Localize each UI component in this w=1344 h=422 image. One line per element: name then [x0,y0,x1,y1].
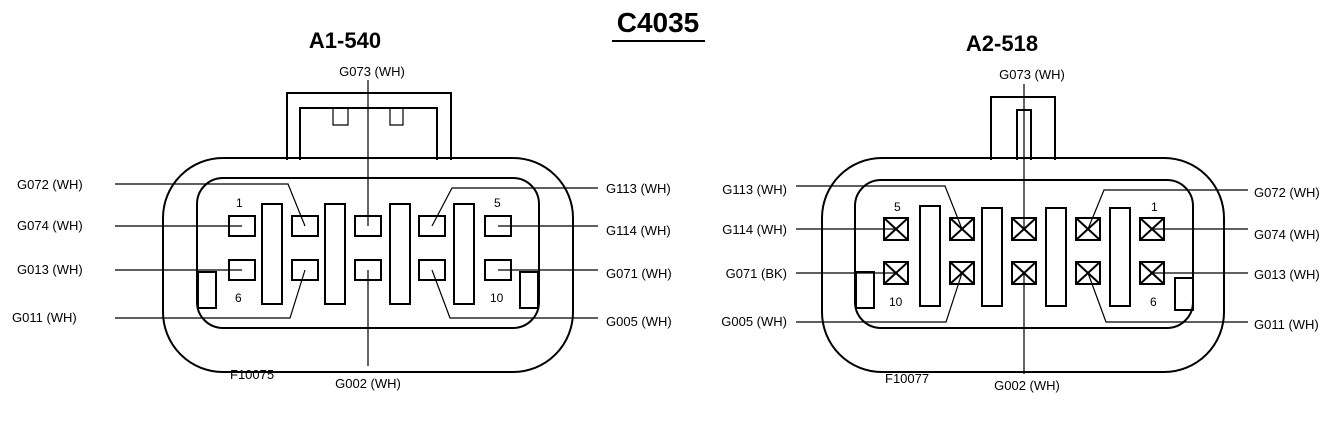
a2-wire-label-left-4: G005 (WH) [721,314,787,329]
a2-key-right [1174,277,1194,311]
a1-wire-label-right-4: G005 (WH) [606,314,672,329]
a2-wire-label-right-3: G013 (WH) [1254,267,1320,282]
connector-a1-title: A1-540 [309,28,381,53]
a1-divider-3 [389,203,411,305]
a1-key-right [519,271,539,309]
a2-wire-label-left-1: G113 (WH) [722,182,787,197]
a1-leader-left-4 [115,269,306,319]
a1-wire-label-bottom: G002 (WH) [335,376,401,391]
a1-key-left [197,271,217,309]
a2-divider-4 [1109,207,1131,307]
a1-wire-label-right-3: G071 (WH) [606,266,672,281]
a1-pin-number-10: 10 [490,291,504,305]
a2-wire-label-bottom: G002 (WH) [994,378,1060,393]
a1-wire-label-left-2: G074 (WH) [17,218,83,233]
a1-wire-label-left-4: G011 (WH) [12,310,77,325]
connector-a2-518: A2-518 5 1 10 6 [721,31,1319,393]
a1-wire-label-right-1: G113 (WH) [606,181,671,196]
a2-pin-number-1: 1 [1151,200,1158,214]
a1-divider-4 [453,203,475,305]
a1-leader-left-1 [115,183,306,227]
a1-pin-number-6: 6 [235,291,242,305]
a1-pin-number-1: 1 [236,196,243,210]
a2-wire-label-top: G073 (WH) [999,67,1065,82]
a1-wire-label-top: G073 (WH) [339,64,405,79]
a1-figure-id: F10075 [230,367,274,382]
a2-key-left [855,271,875,309]
a2-leader-right-1 [1087,189,1248,230]
a2-latch-outer [990,96,1056,160]
a2-pin-number-6: 6 [1150,295,1157,309]
a2-wire-label-left-2: G114 (WH) [722,222,787,237]
a2-leader-right-4 [1087,272,1248,323]
a2-housing-outer [821,157,1225,373]
a2-wire-label-left-3: G071 (BK) [726,266,787,281]
connector-a2-title: A2-518 [966,31,1038,56]
a1-latch-detail [332,108,404,126]
a2-pin-number-10: 10 [889,295,903,309]
diagram-title: C4035 [617,7,700,38]
a1-divider-1 [261,203,283,305]
a2-divider-3 [1045,207,1067,307]
a1-leader-right-1 [431,187,598,227]
a1-wire-label-left-1: G072 (WH) [17,177,83,192]
a1-divider-2 [324,203,346,305]
a2-divider-2 [981,207,1003,307]
connector-a1-540: A1-540 1 5 6 10 [12,28,672,391]
a1-wire-label-right-2: G114 (WH) [606,223,671,238]
a2-wire-label-right-1: G072 (WH) [1254,185,1320,200]
a1-pin-number-5: 5 [494,196,501,210]
a2-divider-1 [919,205,941,307]
a1-latch-outer [286,92,452,160]
a1-leader-right-4 [431,269,598,319]
a1-wire-label-left-3: G013 (WH) [17,262,83,277]
a2-pin-number-5: 5 [894,200,901,214]
a2-wire-label-right-4: G011 (WH) [1254,317,1319,332]
a2-wire-label-right-2: G074 (WH) [1254,227,1320,242]
a2-leader-left-4 [796,272,963,323]
a2-leader-left-1 [796,185,963,230]
a2-figure-id: F10077 [885,371,929,386]
